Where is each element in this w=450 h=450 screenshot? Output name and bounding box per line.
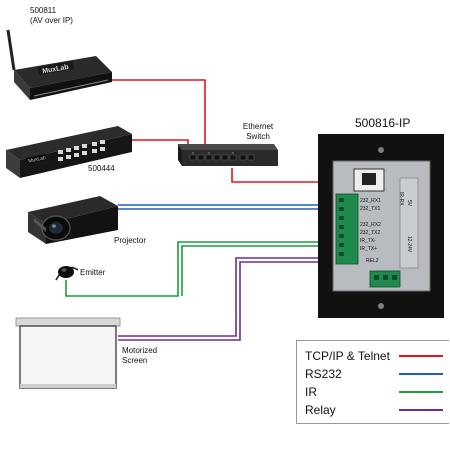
ethernet-switch-device [178,144,278,166]
motorized-screen-device [16,318,120,388]
legend-label-ir: IR [305,385,317,399]
matrix-model-label: 500444 [88,164,115,174]
wire-relay-screen-2 [118,256,345,340]
plate-label-232-tx1: 232_TX1 [360,206,380,212]
screen-label-line2: Screen [122,356,147,366]
legend-line-ir [399,391,443,393]
av-over-ip-model-label: 500811 [30,6,56,16]
plate-label-ir-rx: IR-RX [398,192,404,206]
legend-label-tcpip: TCP/IP & Telnet [305,349,390,363]
av-over-ip-desc-label: (AV over IP) [30,16,73,26]
legend-line-tcpip [399,355,443,357]
legend-line-relay [399,409,443,411]
plate-label-ir-tx-plus: IR_TX+ [360,246,377,252]
wallplate-device [318,134,444,318]
emitter-device [56,266,78,280]
plate-label-rel2: REL2 [366,258,379,264]
switch-label-line2: Switch [232,132,284,142]
wire-ir-emitter [66,232,345,296]
legend-label-relay: Relay [305,403,336,417]
projector-label: Projector [114,236,146,246]
wallplate-model-label: 500816-IP [355,116,410,130]
legend-label-rs232: RS232 [305,367,342,381]
plate-label-ir-tx-minus: IR_TX- [360,238,376,244]
legend: TCP/IP & Telnet RS232 IR Relay [296,340,449,424]
wire-rs232-projector [118,195,345,205]
av-over-ip-device: MuxLab [8,30,112,100]
switch-label-line1: Ethernet [232,122,284,132]
projector-device [28,196,118,244]
emitter-label: Emitter [80,268,105,278]
legend-line-rs232 [399,373,443,375]
plate-label-5v: 5V [406,200,412,206]
screen-label-line1: Motorized [122,346,157,356]
wire-relay-screen [118,250,345,336]
plate-label-232-rx2: 232_RX2 [360,222,381,228]
plate-label-232-rx1: 232_RX1 [360,198,381,204]
plate-label-232-tx2: 232_TX2 [360,230,380,236]
plate-label-12-24v: 12-24V [406,236,412,252]
